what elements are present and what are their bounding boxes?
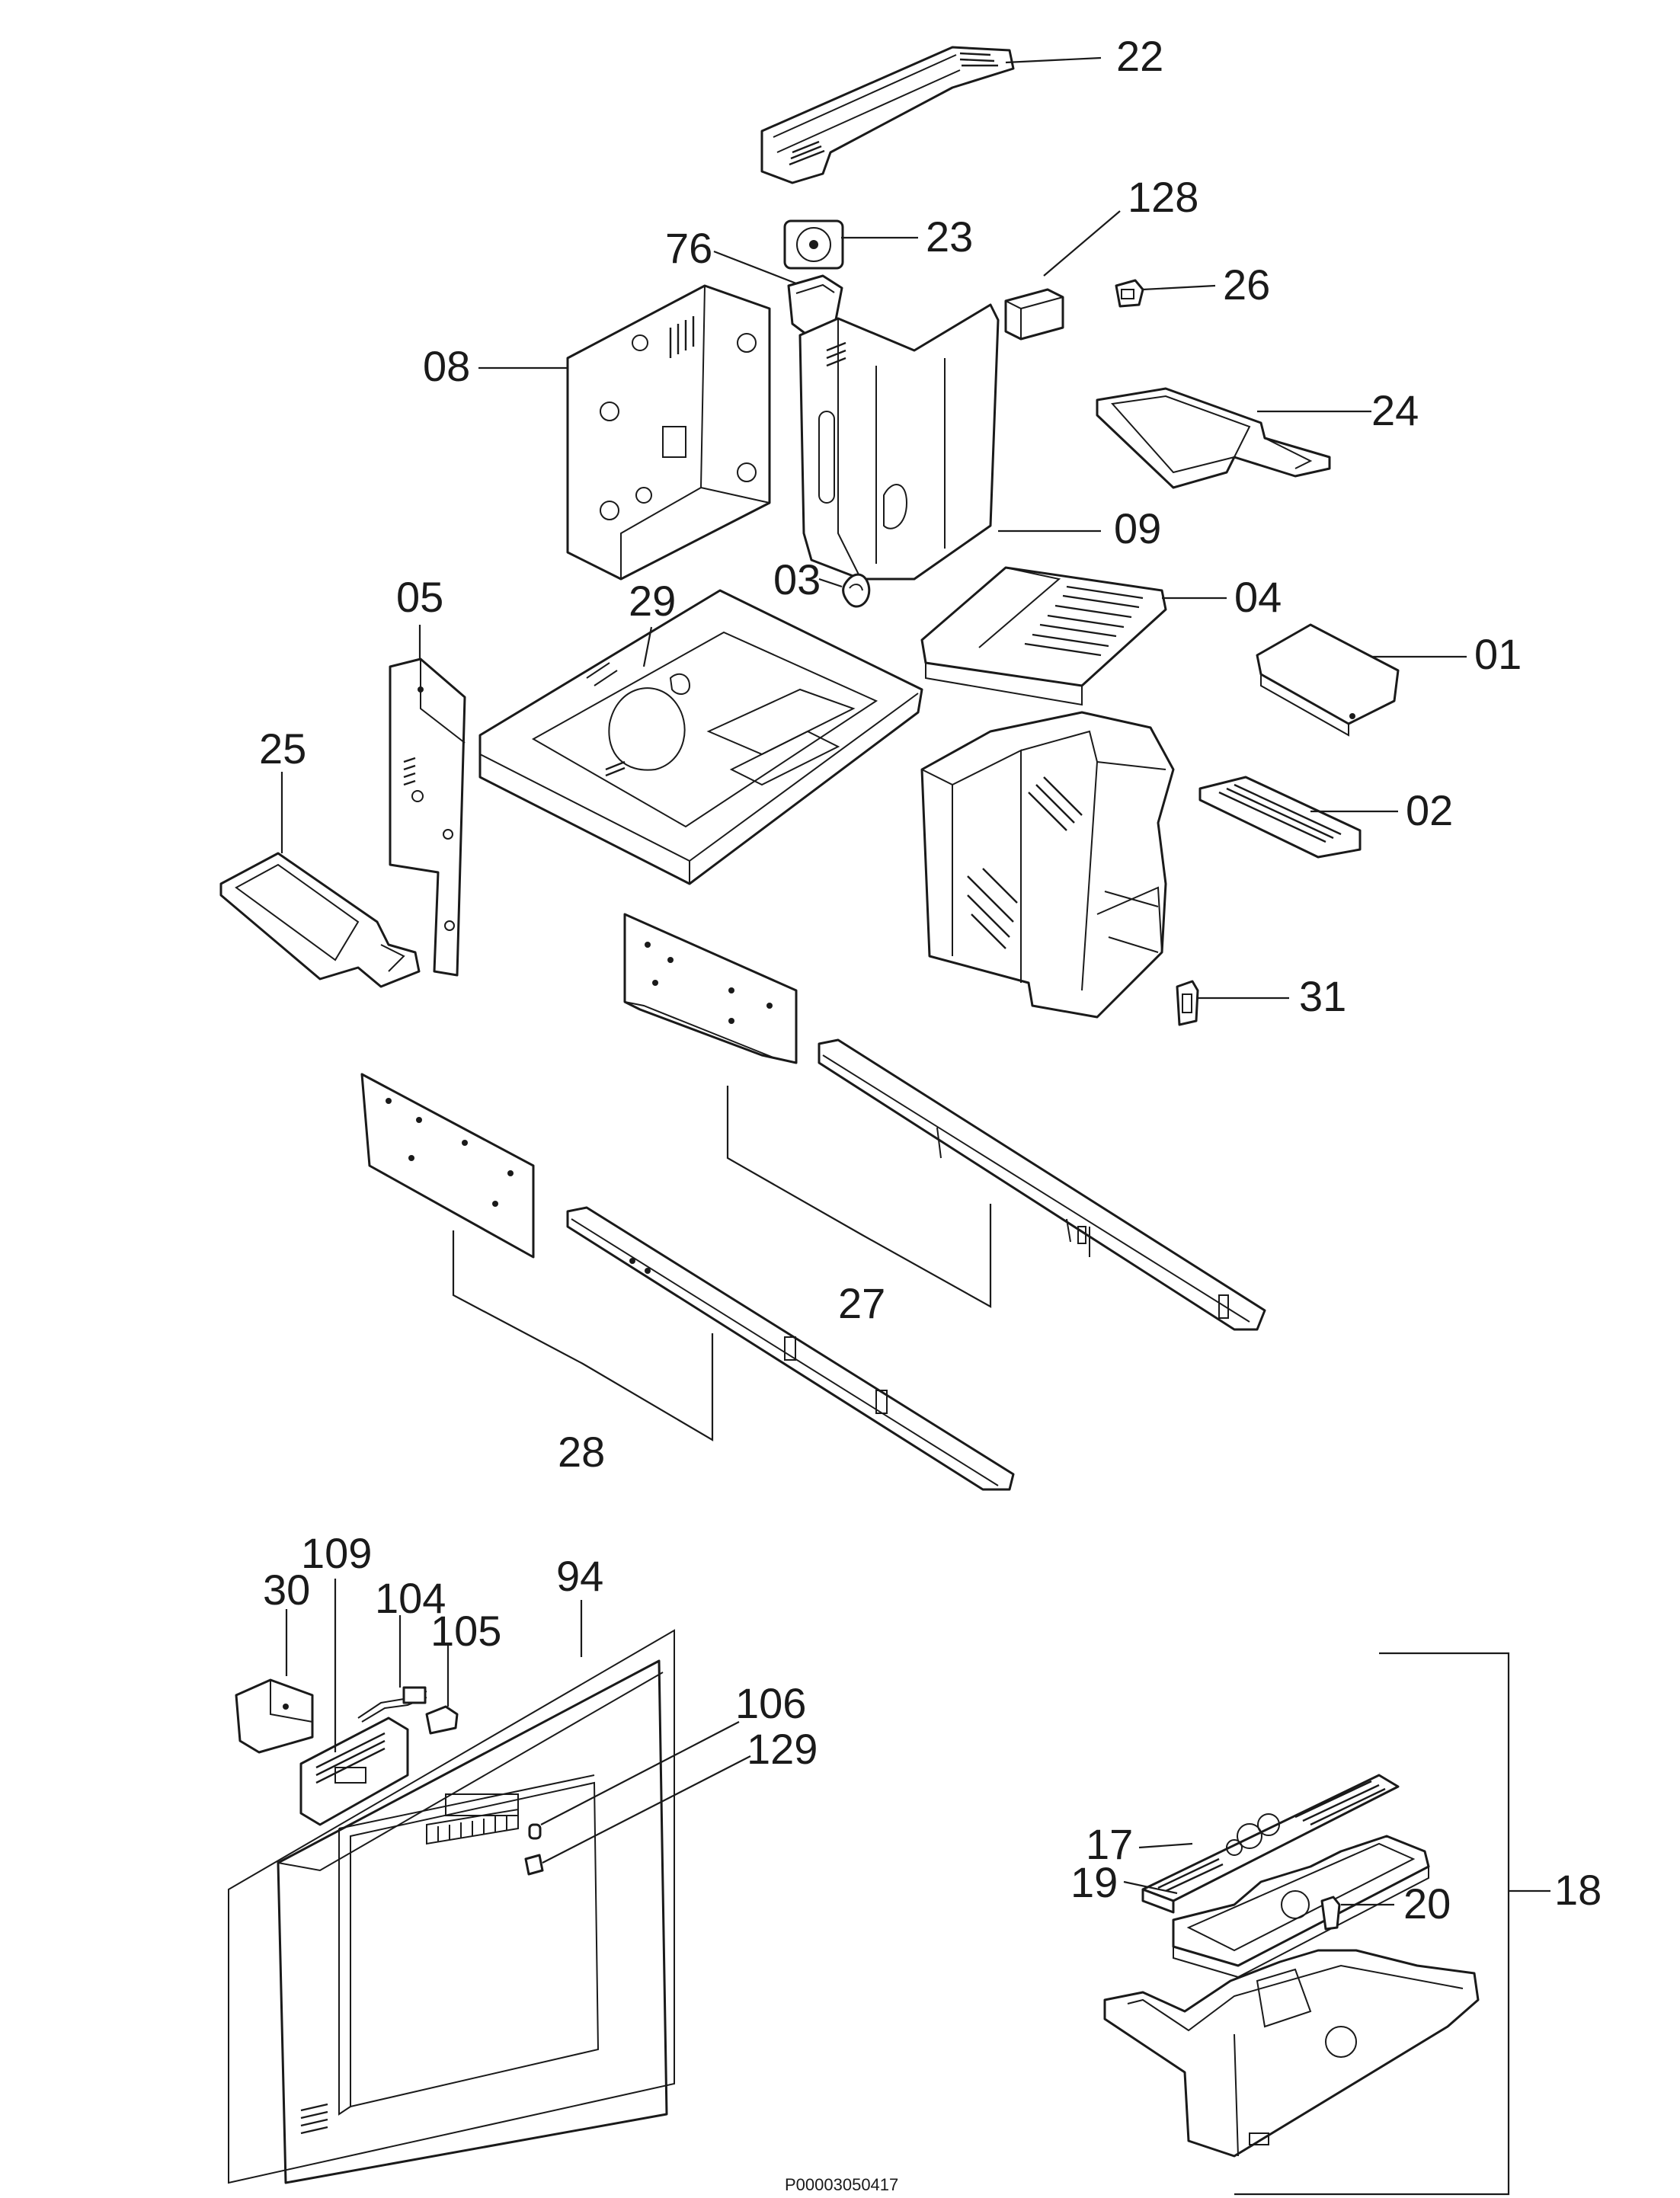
part-128-small-housing: [1004, 288, 1064, 341]
label-23: 23: [926, 213, 973, 261]
label-94: 94: [556, 1552, 603, 1600]
part-05-side-plate: [389, 657, 466, 977]
label-26: 26: [1223, 261, 1270, 309]
label-01: 01: [1474, 630, 1522, 678]
leader-29: [642, 626, 653, 667]
label-106: 106: [735, 1679, 806, 1727]
part-02-grille: [1198, 776, 1362, 859]
part-23-fan: [783, 219, 844, 270]
label-24: 24: [1371, 386, 1419, 434]
part-24-tray: [1096, 387, 1331, 489]
part-26-switch: [1115, 279, 1144, 308]
label-19: 19: [1070, 1858, 1118, 1906]
leader-76: [713, 250, 797, 285]
leader-128: [1043, 210, 1121, 277]
part-inner-housing: [920, 711, 1175, 1019]
part-08-side-frame: [566, 284, 771, 581]
leader-03: [818, 577, 843, 588]
leader-129: [542, 1755, 751, 1864]
part-09-inner-channel: [798, 303, 1000, 581]
label-03: 03: [773, 555, 821, 603]
label-28: 28: [558, 1428, 605, 1476]
label-09: 09: [1114, 504, 1161, 552]
leader-19: [1123, 1880, 1178, 1895]
label-04: 04: [1234, 573, 1282, 621]
leader-22: [1005, 56, 1102, 64]
part-105-switch: [425, 1705, 459, 1735]
label-20: 20: [1403, 1880, 1451, 1928]
label-128: 128: [1128, 173, 1198, 221]
label-17: 17: [1086, 1820, 1133, 1868]
label-109: 109: [301, 1529, 372, 1577]
label-30: 30: [263, 1566, 310, 1614]
part-28-plate: [360, 1073, 535, 1259]
part-76-fan-bracket: [787, 274, 843, 337]
label-129: 129: [747, 1725, 818, 1773]
reference-code: P00003050417: [785, 2175, 898, 2194]
part-104-cable: [357, 1686, 427, 1723]
part-28-rail: [566, 1206, 1015, 1491]
label-22: 22: [1116, 32, 1163, 80]
label-18: 18: [1554, 1866, 1602, 1914]
leader-17: [1138, 1842, 1193, 1849]
part-27-plate: [623, 913, 798, 1064]
label-08: 08: [423, 342, 470, 390]
part-03-gasket: [842, 573, 871, 608]
leader-106: [540, 1721, 740, 1825]
label-02: 02: [1406, 786, 1453, 834]
part-27-rail: [818, 1038, 1266, 1331]
part-109-control-board: [299, 1716, 409, 1826]
part-drip-tray: [1103, 1949, 1480, 2158]
label-05: 05: [396, 573, 443, 621]
leader-26: [1142, 284, 1216, 291]
leader-28: [452, 1230, 714, 1441]
label-105: 105: [430, 1607, 501, 1655]
part-17-drip-grid: [1141, 1774, 1400, 1914]
leader-27: [726, 1086, 992, 1308]
label-31: 31: [1299, 972, 1346, 1020]
bracket-18: [1234, 1652, 1550, 2196]
part-04-grid-cover: [920, 566, 1167, 706]
part-31-connector: [1176, 980, 1199, 1026]
part-29-base-chassis: [478, 589, 923, 885]
label-25: 25: [259, 725, 306, 773]
part-94-front-frame: [228, 1629, 675, 2184]
part-20-float: [1320, 1896, 1341, 1931]
label-104: 104: [375, 1574, 446, 1622]
part-22-top-cover: [760, 46, 1015, 184]
label-27: 27: [838, 1279, 885, 1327]
label-29: 29: [629, 577, 676, 625]
grid-dots: [1024, 585, 1144, 657]
part-30-module: [235, 1678, 314, 1754]
part-25-tray: [219, 852, 421, 988]
part-01-cover-panel: [1256, 623, 1400, 737]
label-76: 76: [665, 224, 712, 272]
